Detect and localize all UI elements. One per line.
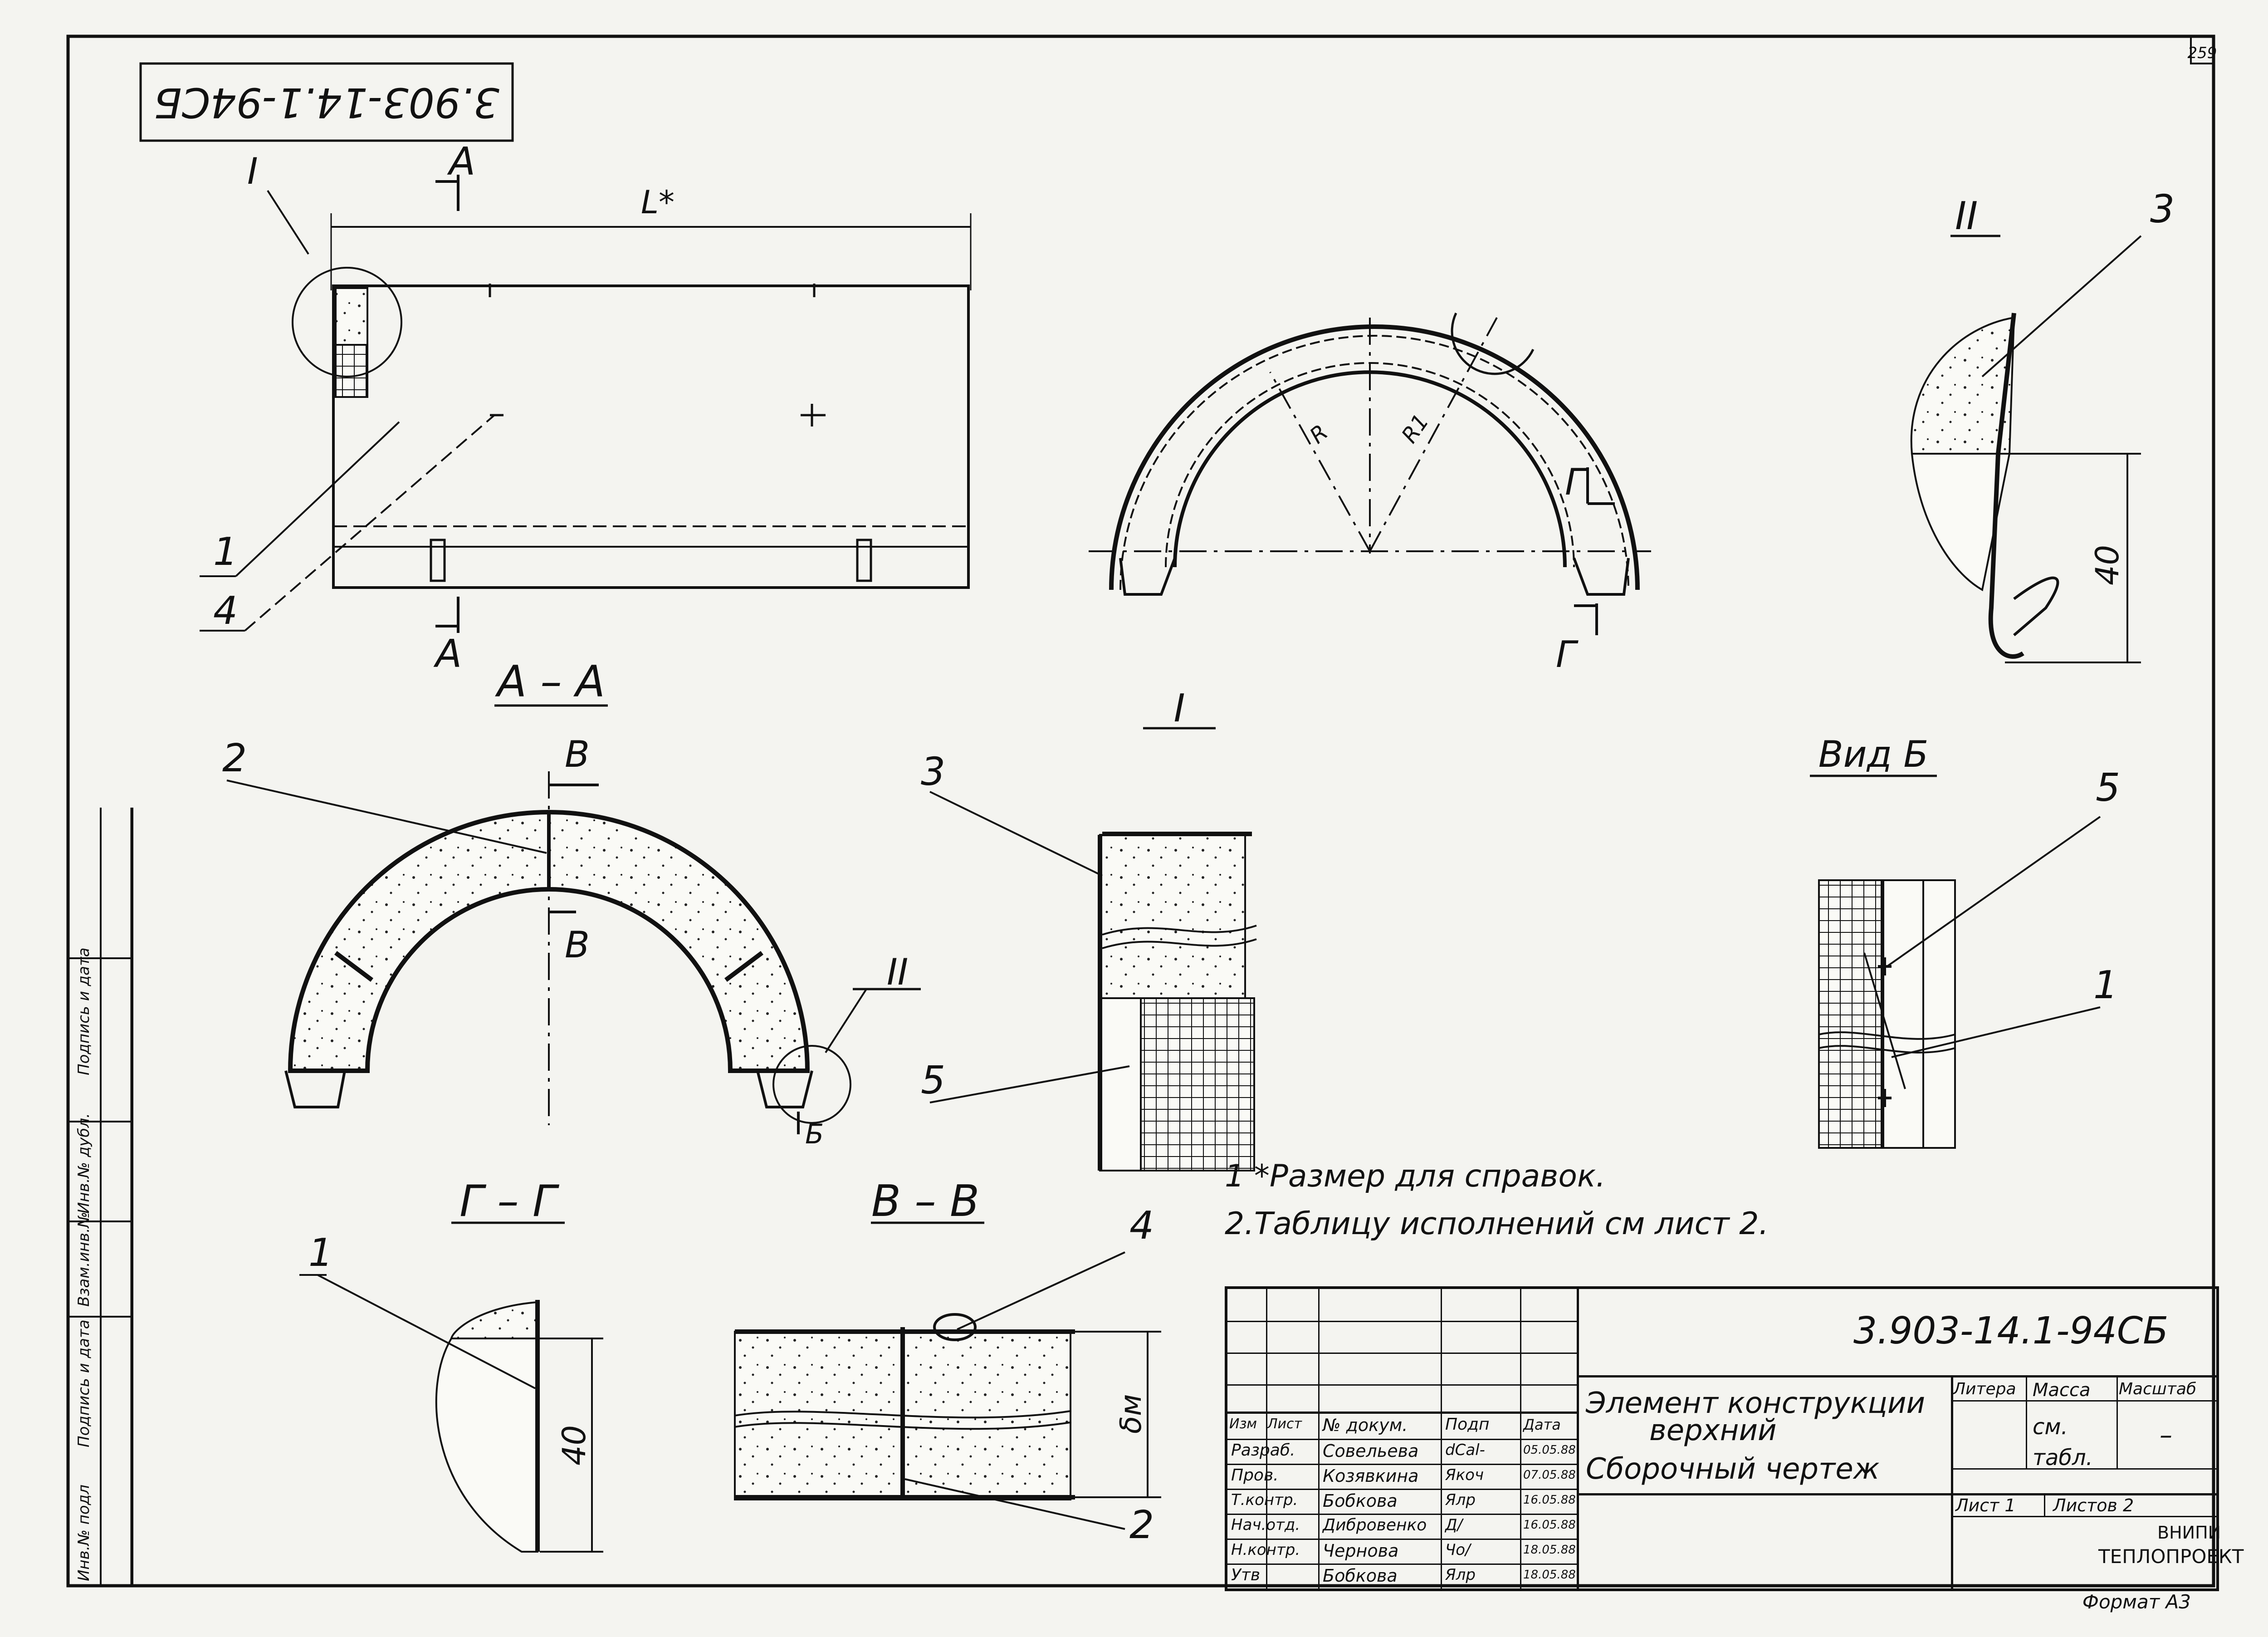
label-view-II-title: II xyxy=(1955,194,1978,239)
tb-sign-5: Ялр xyxy=(1445,1566,1476,1584)
tb-sign-1: Якоч xyxy=(1445,1466,1484,1484)
tb-name-4: Чернова xyxy=(1323,1541,1399,1561)
label-view-b-marker: Б xyxy=(805,1118,824,1150)
label-view-I-detail: I xyxy=(1173,686,1185,731)
tb-date-4: 18.05.88 xyxy=(1523,1543,1576,1557)
tb-name-1: Козявкина xyxy=(1323,1466,1419,1486)
note-2: 2.Таблицу исполнений см лист 2. xyxy=(1225,1206,1769,1242)
label-view-I-front: I xyxy=(247,150,258,192)
label-pos-2-vv: 2 xyxy=(1129,1503,1154,1548)
tb-sign-2: Ялр xyxy=(1445,1491,1476,1509)
page-number: 259 xyxy=(2188,44,2217,62)
tb-role-2: Т.контр. xyxy=(1231,1491,1298,1509)
tb-mass-value: см. табл. xyxy=(2033,1414,2093,1470)
tb-head-sign: Подп xyxy=(1445,1415,1490,1434)
view-b: Вид Б xyxy=(1810,733,2101,1149)
tb-role-0: Разраб. xyxy=(1231,1441,1295,1460)
dim-40-detail: 40 xyxy=(2089,545,2126,585)
detail-II xyxy=(1910,235,2142,663)
side-stamp-vzam: Взам.инв.№ xyxy=(75,1211,93,1307)
note-1: 1 *Размер для справок. xyxy=(1225,1158,1606,1194)
radius-r-label: R xyxy=(1305,420,1333,449)
tb-date-3: 16.05.88 xyxy=(1523,1518,1576,1532)
label-pos-4-front: 4 xyxy=(213,588,238,633)
tb-name-5: Бобкова xyxy=(1323,1566,1398,1586)
tb-sheets-label: Листов 2 xyxy=(2053,1495,2134,1515)
tb-role-1: Пров. xyxy=(1231,1466,1279,1485)
tb-date-2: 16.05.88 xyxy=(1523,1493,1576,1507)
label-section-vv: В – В xyxy=(871,1176,979,1226)
tb-date-5: 18.05.88 xyxy=(1523,1568,1576,1582)
label-pos-5-I: 5 xyxy=(921,1058,945,1103)
title-block: Изм Лист № докум. Подп Дата Разраб. Сове… xyxy=(1225,1286,2244,1591)
tb-head-date: Дата xyxy=(1523,1416,1561,1433)
tb-litera-label: Литера xyxy=(1953,1380,2016,1398)
tb-name-2: Бобкова xyxy=(1323,1491,1398,1511)
tb-role-5: Утв xyxy=(1231,1566,1261,1584)
tb-head-izm: Изм xyxy=(1229,1416,1257,1432)
tb-name-0: Совельева xyxy=(1323,1441,1419,1461)
label-section-v-bottom: В xyxy=(565,924,590,966)
tb-head-list: Лист xyxy=(1267,1416,1302,1432)
tb-mass-label: Масса xyxy=(2033,1380,2091,1401)
side-stamp-podpis-2: Подпись и дата xyxy=(75,947,93,1075)
side-stamp-inv-dubl: Инв.№ дубл. xyxy=(75,1113,93,1214)
tb-title-line3: Сборочный чертеж xyxy=(1586,1452,1880,1486)
side-stamp-inv-podl: Инв.№ подл xyxy=(75,1485,93,1581)
tb-sign-4: Чо/ xyxy=(1445,1541,1471,1559)
section-gg: Г – Г xyxy=(299,1176,603,1553)
section-aa xyxy=(226,704,921,1134)
tb-role-3: Нач.отд. xyxy=(1231,1516,1300,1534)
label-section-g-bottom: Г xyxy=(1556,633,1579,676)
detail-I: I xyxy=(929,686,1257,1171)
tb-name-3: Дибровенко xyxy=(1323,1516,1427,1534)
label-section-aa: А – А xyxy=(494,657,605,707)
label-pos-1-gg: 1 xyxy=(308,1230,333,1275)
label-section-v-top: В xyxy=(565,733,590,775)
tb-code: 3.903-14.1-94СБ xyxy=(1853,1309,2169,1353)
label-pos-1-front: 1 xyxy=(213,529,238,574)
drawing-frame xyxy=(66,34,2215,1588)
tb-title-line2: верхний xyxy=(1649,1414,1777,1447)
label-view-b-title: Вид Б xyxy=(1818,733,1929,775)
tb-sign-3: Д/ xyxy=(1445,1516,1463,1534)
label-section-a-top: А xyxy=(447,139,475,184)
side-stamp-podpis-1: Подпись и дата xyxy=(75,1319,93,1447)
label-pos-5-b: 5 xyxy=(2096,765,2120,810)
tb-org-line2: ТЕПЛОПРОЕКТ xyxy=(2098,1545,2244,1568)
tb-role-4: Н.контр. xyxy=(1231,1541,1300,1559)
tb-date-1: 07.05.88 xyxy=(1523,1468,1576,1482)
label-pos-4-vv: 4 xyxy=(1129,1203,1154,1248)
tb-head-doc: № докум. xyxy=(1323,1415,1408,1435)
label-pos-2-aa: 2 xyxy=(222,736,247,781)
side-stamp: Инв.№ подл Подпись и дата Взам.инв.№ Инв… xyxy=(68,808,133,1586)
tb-date-0: 05.05.88 xyxy=(1523,1443,1576,1457)
tb-title-line1: Элемент конструкции xyxy=(1586,1387,1926,1420)
end-view-arch xyxy=(1089,312,1651,635)
tb-scale-label: Масштаб xyxy=(2119,1380,2197,1398)
dim-l-label: L* xyxy=(641,184,675,221)
tb-org-line1: ВНИПИ xyxy=(2157,1523,2221,1543)
label-pos-1-b: 1 xyxy=(2093,963,2118,1008)
tb-scale-value: – xyxy=(2160,1421,2172,1450)
label-section-g-top: Г xyxy=(1565,461,1588,503)
front-view: L* xyxy=(200,175,972,633)
label-view-II-ref: II xyxy=(887,951,908,993)
tb-sheet-label: Лист 1 xyxy=(1955,1495,2016,1515)
tb-sign-0: dCal- xyxy=(1445,1441,1485,1459)
label-section-a-bottom: А xyxy=(433,632,462,676)
label-pos-3-detail: 3 xyxy=(2150,187,2175,232)
dim-40-gg: 40 xyxy=(556,1425,593,1465)
section-vv: В – В xyxy=(734,1176,1161,1530)
label-pos-3-I: 3 xyxy=(921,750,945,794)
format-label: Формат А3 xyxy=(2082,1591,2191,1613)
dim-delta-vv: δм xyxy=(1114,1394,1148,1434)
doc-code-mirrored: 3.903-14.1-94СБ xyxy=(154,78,499,126)
label-section-gg: Г – Г xyxy=(459,1176,560,1226)
